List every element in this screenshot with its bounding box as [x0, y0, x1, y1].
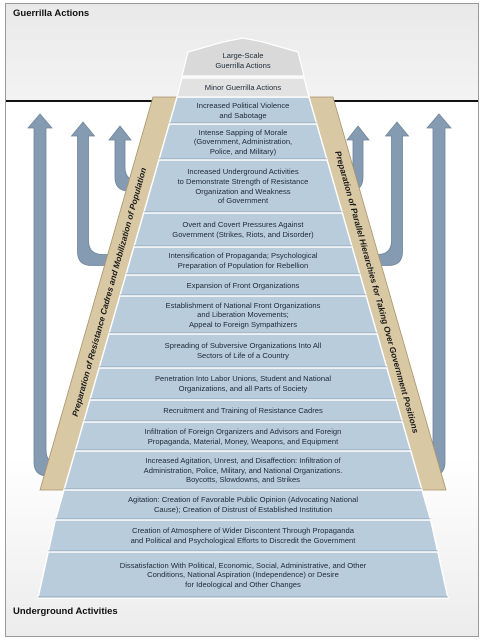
- pyramid-levels-group: [37, 96, 449, 599]
- pyramid-level-label: Establishment of National Front Organiza…: [165, 300, 321, 329]
- pyramid-level-label: Infiltration of Foreign Organizers and A…: [144, 426, 342, 446]
- pyramid-level-label: Increased Agitation, Unrest, and Disaffe…: [143, 456, 343, 485]
- upward-arrow: [70, 121, 135, 266]
- pyramid-level-label: Overt and Covert Pressures Against Gover…: [172, 220, 314, 239]
- guerrilla-actions-title: Guerrilla Actions: [13, 8, 90, 19]
- pyramid-top-group: [176, 37, 310, 98]
- pyramid-level-label: Intensification of Propaganda; Psycholog…: [168, 251, 318, 270]
- pyramid-level-label: Intense Sapping of Morale (Government, A…: [193, 127, 293, 156]
- pyramid-level-label: Expansion of Front Organizations: [186, 280, 300, 290]
- minor-guerrilla-label: Minor Guerrilla Actions: [204, 82, 282, 92]
- minor-guerrilla-tier: [176, 77, 310, 98]
- pyramid-level-label: Increased Underground Activities to Demo…: [177, 167, 309, 206]
- pyramid-level-label: Spreading of Subversive Organizations In…: [164, 341, 322, 360]
- large-scale-tier: [181, 37, 305, 77]
- pyramid-level-label: Increased Political Violence and Sabotag…: [196, 100, 290, 120]
- pyramid-level-label: Recruitment and Training of Resistance C…: [163, 406, 323, 416]
- pyramid-level-label: Penetration Into Labor Unions, Student a…: [154, 374, 332, 393]
- pyramid-level-label: Agitation: Creation of Favorable Public …: [127, 495, 359, 514]
- large-scale-label: Large-Scale Guerrilla Actions: [215, 51, 271, 70]
- pyramid-level: [37, 551, 449, 599]
- pyramid-level-label: Creation of Atmosphere of Wider Disconte…: [130, 526, 356, 545]
- pyramid-level-label: Dissatisfaction With Political, Economic…: [119, 560, 367, 589]
- underground-activities-title: Underground Activities: [13, 606, 118, 617]
